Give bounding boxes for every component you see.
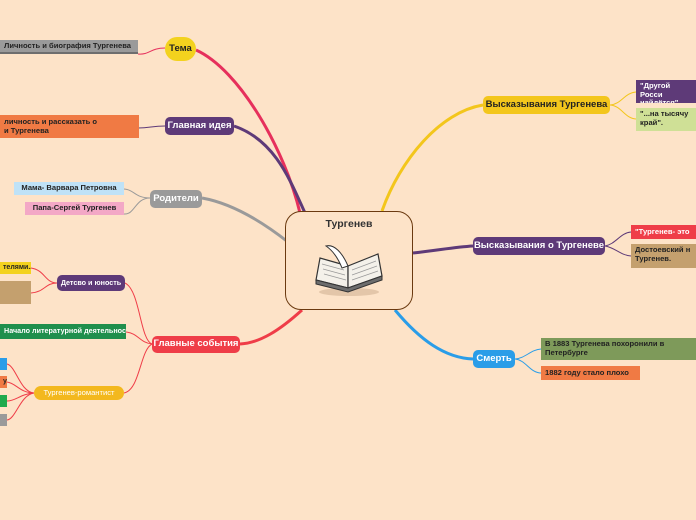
childhood-item-1[interactable]: телями.. [0, 262, 31, 274]
tema-child-biography[interactable]: Личность и биография Тургенева [0, 40, 138, 54]
connector-events [239, 308, 304, 346]
romantic-item-3[interactable] [0, 395, 7, 407]
parents-child-mother[interactable]: Мама- Варвара Петровна [14, 182, 124, 195]
events-childhood[interactable]: Детсво и юность [57, 275, 125, 291]
connector-death-child1 [514, 348, 542, 360]
quotes-about-child-1[interactable]: "Тургенев- это [631, 225, 696, 239]
connector-quotes-about-child2 [604, 245, 632, 257]
connector-parents-child1 [123, 188, 151, 199]
connector-events-childhood [124, 282, 153, 345]
branch-tema[interactable]: Тема [165, 37, 196, 61]
death-child-burial[interactable]: В 1883 Тургенева похоронили в Петербурге [541, 338, 696, 360]
branch-parents[interactable]: Родители [150, 190, 202, 208]
connector-romantic-b [6, 381, 35, 394]
branch-quotes-turgenev[interactable]: Высказывания Тургенева [483, 96, 610, 114]
open-book-icon [315, 245, 383, 296]
connector-tema-child [137, 47, 166, 55]
connector-quotes-about [412, 244, 474, 255]
connector-parents-child2 [123, 197, 151, 215]
connector-romantic-d [6, 392, 35, 421]
connector-quotes-t-child1 [609, 91, 637, 106]
connector-childhood-b [30, 282, 58, 294]
parents-child-father[interactable]: Папа-Сергей Тургенев [25, 202, 124, 215]
connector-parents [201, 196, 289, 244]
branch-main-events[interactable]: Главные события [152, 336, 240, 353]
branch-death[interactable]: Смерть [473, 350, 515, 368]
quotes-turgenev-child-2[interactable]: "...на тысячу край". [636, 108, 696, 131]
childhood-item-2[interactable] [0, 281, 31, 304]
connector-death-child2 [514, 358, 542, 374]
connector-idea-child [137, 125, 166, 129]
connector-death [393, 309, 474, 361]
branch-quotes-about-turgenev[interactable]: Высказывания о Тургеневе [473, 237, 605, 255]
branch-main-idea[interactable]: Главная идея [165, 117, 234, 135]
connector-quotes-t [380, 103, 484, 212]
connector-events-romantic [123, 343, 153, 394]
events-romantic[interactable]: Тургенев-романтист [34, 386, 124, 400]
events-literary-start[interactable]: Начало литературной деятельности [0, 324, 126, 339]
connector-events-start [125, 331, 153, 345]
death-child-illness[interactable]: 1882 году стало плохо [541, 366, 640, 380]
connector-quotes-t-child2 [609, 104, 637, 120]
central-topic[interactable]: Тургенев [285, 211, 413, 310]
quotes-turgenev-child-1[interactable]: "Другой Росси найдётся". [636, 80, 696, 103]
connector-romantic-a [6, 363, 35, 394]
romantic-item-2[interactable]: у [0, 376, 7, 388]
idea-child-text[interactable]: личность и рассказать о и Тургенева [0, 115, 139, 138]
connector-idea [233, 124, 307, 214]
central-topic-title: Тургенев [325, 218, 373, 230]
romantic-item-4[interactable] [0, 414, 7, 426]
romantic-item-1[interactable] [0, 358, 7, 370]
connector-childhood-a [30, 267, 58, 284]
connector-quotes-about-child1 [604, 231, 632, 247]
quotes-about-child-2[interactable]: Достоевский н Тургенев. [631, 244, 696, 268]
